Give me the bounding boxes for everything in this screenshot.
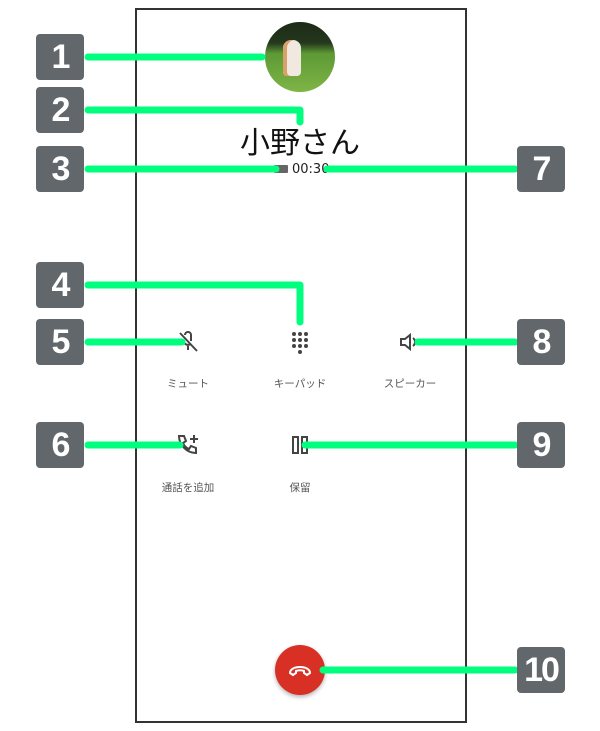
- call-timer: 00:30: [292, 162, 330, 177]
- callout-badge-10: 10: [517, 647, 565, 693]
- keypad-label[interactable]: キーパッド: [273, 378, 327, 390]
- cat-photo: [283, 40, 301, 76]
- callout-badge-3: 3: [36, 146, 84, 192]
- hold-icon[interactable]: [288, 433, 312, 457]
- callout-badge-5: 5: [36, 319, 84, 365]
- callout-badge-1: 1: [36, 34, 84, 80]
- callout-badge-6: 6: [36, 422, 84, 468]
- callout-badge-7: 7: [517, 146, 565, 192]
- mute-icon[interactable]: [176, 330, 200, 354]
- callout-badge-9: 9: [517, 422, 565, 468]
- contact-name: 小野さん: [240, 126, 360, 161]
- add-call-icon[interactable]: [176, 433, 200, 457]
- callout-badge-8: 8: [517, 319, 565, 365]
- add-call-label[interactable]: 通話を追加: [161, 482, 215, 494]
- keypad-icon[interactable]: [288, 330, 312, 354]
- callout-badge-2: 2: [36, 87, 84, 133]
- end-call-button[interactable]: [275, 645, 325, 695]
- contact-avatar: [265, 22, 335, 92]
- speaker-icon[interactable]: [398, 330, 422, 354]
- callout-badge-4: 4: [36, 262, 84, 308]
- hang-up-icon: [288, 665, 312, 677]
- hd-voice-icon: [274, 165, 288, 173]
- hold-label[interactable]: 保留: [289, 482, 311, 494]
- mute-label[interactable]: ミュート: [167, 378, 209, 390]
- speaker-label[interactable]: スピーカー: [383, 378, 437, 390]
- phone-screen: [135, 8, 467, 723]
